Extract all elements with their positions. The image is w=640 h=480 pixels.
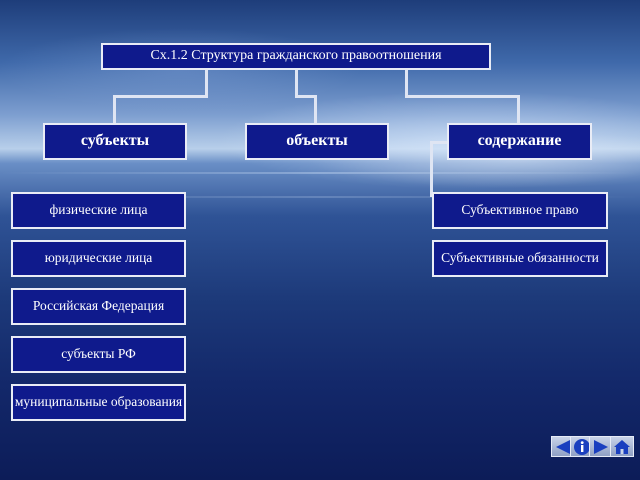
info-icon (574, 438, 590, 455)
prev-arrow-icon (556, 439, 570, 454)
category-objects: объекты (245, 123, 389, 160)
content-item-subjective-duties: Субъективные обязанности (432, 240, 608, 277)
background-glint (0, 196, 640, 198)
home-icon (614, 439, 630, 454)
content-item-subjective-right: Субъективное право (432, 192, 608, 229)
category-subjects: субъекты (43, 123, 187, 160)
subject-item-russian-federation: Российская Федерация (11, 288, 186, 325)
next-button[interactable] (589, 436, 613, 457)
next-arrow-icon (594, 439, 608, 454)
subject-item-individuals: физические лица (11, 192, 186, 229)
subject-item-municipalities: муниципальные образования (11, 384, 186, 421)
category-content: содержание (447, 123, 592, 160)
diagram-title: Сх.1.2 Структура гражданского правоотнош… (101, 43, 491, 70)
background-glint (0, 172, 640, 174)
home-button[interactable] (610, 436, 634, 457)
subject-item-legal-entities: юридические лица (11, 240, 186, 277)
subject-item-federation-subjects: субъекты РФ (11, 336, 186, 373)
